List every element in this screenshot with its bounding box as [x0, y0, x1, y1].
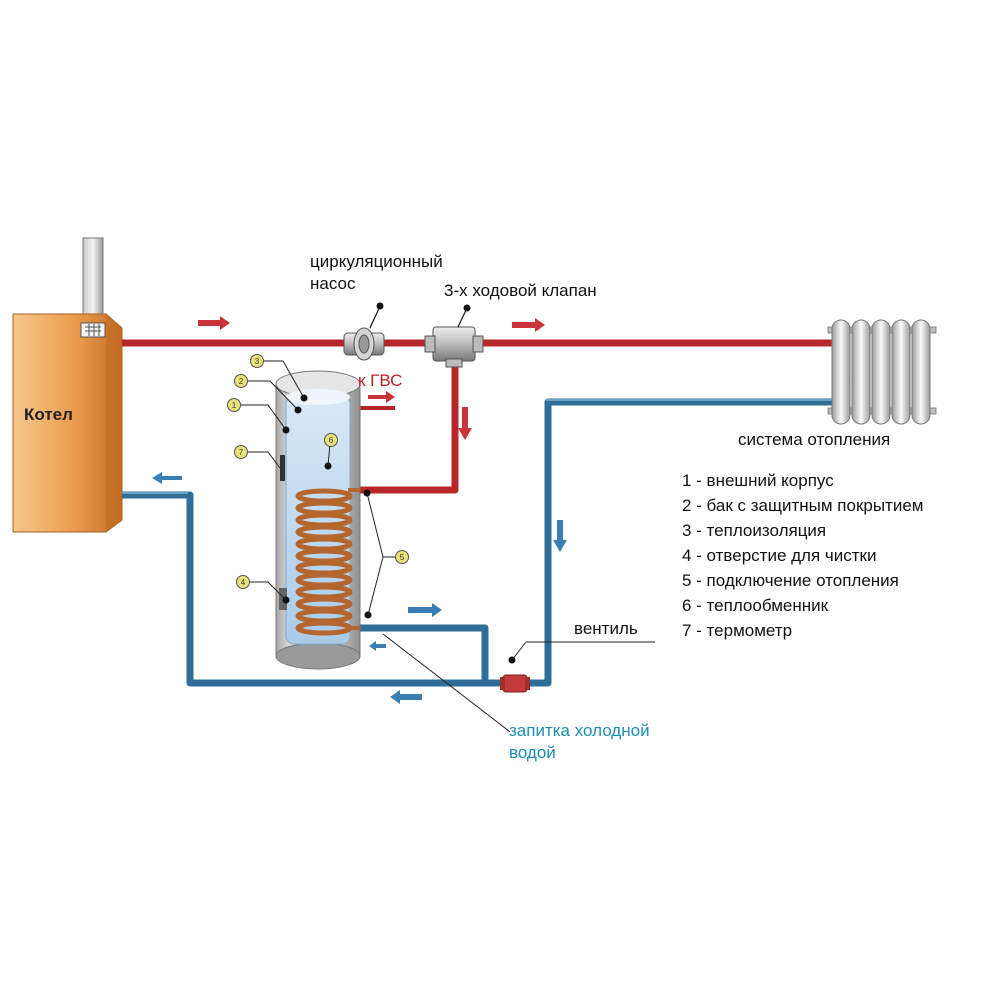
- callout-1-text: 1: [232, 401, 237, 410]
- callout-5: [395, 550, 409, 564]
- arrow-hot-right-1: [198, 316, 230, 330]
- arrow-hot-down: [458, 407, 472, 440]
- arrow-cold-left-1: [152, 472, 182, 484]
- arrow-cold-small: [369, 641, 386, 651]
- cold-pipes: [122, 398, 840, 687]
- circulation-pump: [343, 302, 385, 361]
- callout-1: [227, 398, 241, 412]
- water-heater-tank: [275, 370, 361, 670]
- boiler: [12, 237, 123, 533]
- callout-7: [234, 445, 248, 459]
- arrow-hot-gvs: [368, 391, 395, 403]
- callout-2-text: 2: [239, 377, 244, 386]
- thermometer: [280, 455, 285, 481]
- valve-label: вентиль: [574, 619, 638, 638]
- arrow-hot-right-2: [512, 318, 545, 332]
- heating-system-label: система отопления: [738, 430, 891, 449]
- cold-water-label: запитка холодной водой: [509, 721, 650, 762]
- callout-3-text: 3: [255, 357, 260, 366]
- three-way-valve-label: 3-х ходовой клапан: [444, 281, 597, 300]
- callout-6: [324, 433, 338, 447]
- legend-item-6: 6 - теплообменник: [682, 596, 829, 615]
- chimney: [82, 237, 104, 317]
- callout-badges: [227, 354, 409, 589]
- flow-arrows: [152, 316, 567, 704]
- boiler-control-panel: [80, 322, 106, 338]
- arrow-cold-down: [553, 520, 567, 552]
- check-valve: [500, 674, 530, 693]
- callout-2: [234, 374, 248, 388]
- callout-leaders: [240, 360, 655, 733]
- callout-5-text: 5: [400, 553, 405, 562]
- arrow-cold-left-2: [390, 690, 422, 704]
- callout-4-text: 4: [241, 578, 246, 587]
- heat-exchanger-coil: [295, 488, 353, 636]
- callout-4: [236, 575, 250, 589]
- legend-item-2: 2 - бак с защитным покрытием: [682, 496, 924, 515]
- legend-item-7: 7 - термометр: [682, 621, 793, 640]
- radiator: [827, 319, 937, 425]
- callout-3: [250, 354, 264, 368]
- boiler-label: Котел: [24, 405, 73, 424]
- three-way-valve: [424, 304, 484, 368]
- legend-item-5: 5 - подключение отопления: [682, 571, 899, 590]
- legend-item-3: 3 - теплоизоляция: [682, 521, 827, 540]
- hot-water-label: к ГВС: [358, 371, 403, 390]
- pump-label: циркуляционный насос: [310, 252, 443, 293]
- legend-item-1: 1 - внешний корпус: [682, 471, 834, 490]
- callout-6-text: 6: [329, 436, 334, 445]
- legend: 1 - внешний корпус 2 - бак с защитным по…: [682, 468, 923, 643]
- callout-7-text: 7: [239, 448, 244, 457]
- legend-item-4: 4 - отверстие для чистки: [682, 546, 877, 565]
- arrow-cold-right: [408, 603, 442, 617]
